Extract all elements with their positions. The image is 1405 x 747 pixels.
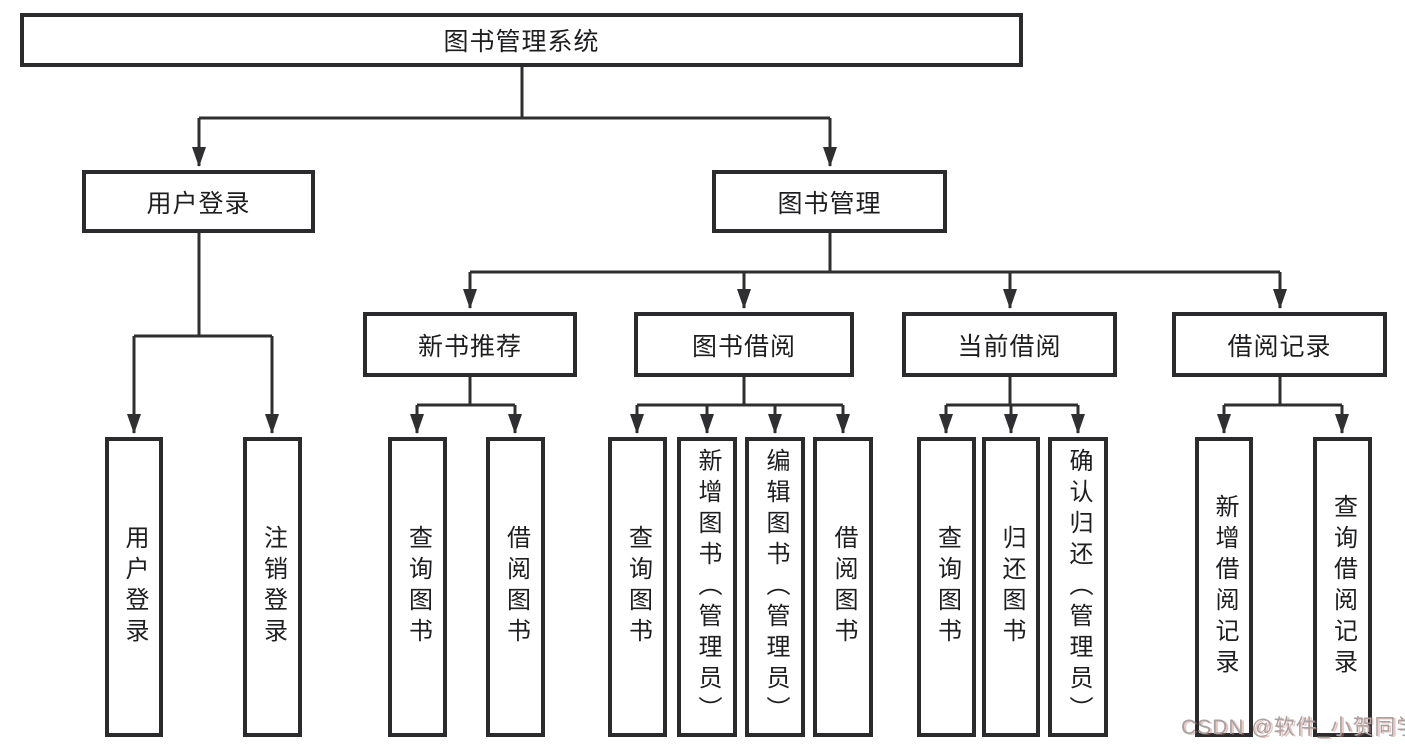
node-current-borrowing: 当前借阅 [902,312,1117,377]
leaf-edit-book-admin: 编辑图书（管理员） [745,437,805,737]
leaf-query-book-current: 查询图书 [917,437,976,737]
node-book-borrowing: 图书借阅 [634,312,854,377]
node-library-system: 图书管理系统 [20,13,1023,67]
node-user-login: 用户登录 [82,170,315,233]
leaf-user-login: 用户登录 [105,437,163,737]
leaf-add-book-admin: 新增图书（管理员） [677,437,737,737]
leaf-borrow-book-recommend: 借阅图书 [486,437,545,737]
node-borrowing-records: 借阅记录 [1172,312,1387,377]
leaf-add-borrow-record: 新增借阅记录 [1195,437,1253,737]
node-new-book-recommend: 新书推荐 [363,312,577,377]
leaf-borrow-book: 借阅图书 [813,437,873,737]
leaf-query-book-borrow: 查询图书 [608,437,667,737]
node-book-management: 图书管理 [712,170,947,233]
leaf-return-book: 归还图书 [982,437,1040,737]
leaf-query-book-recommend: 查询图书 [388,437,447,737]
csdn-watermark: CSDN @软件_小贺同学 [1181,716,1405,739]
leaf-confirm-return-admin: 确认归还（管理员） [1048,437,1108,737]
leaf-logout: 注销登录 [243,437,302,737]
tree-connectors [127,67,1349,434]
leaf-query-borrow-record: 查询借阅记录 [1313,437,1372,737]
